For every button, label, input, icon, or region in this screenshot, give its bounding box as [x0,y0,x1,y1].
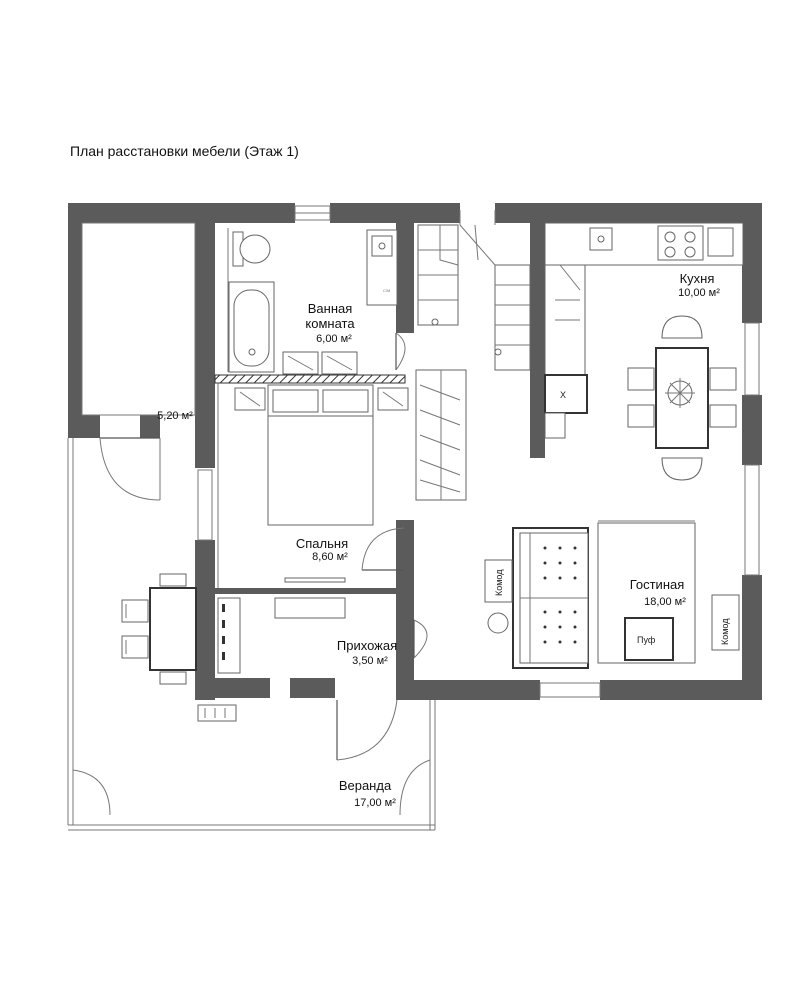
bathroom-name-2: комната [305,316,355,331]
bathroom: С/М Ванная комната 6,00 м² [227,205,406,375]
hallway: Прихожая 3,50 м² [217,597,428,674]
page-title: План расстановки мебели (Этаж 1) [70,143,299,159]
bathroom-area: 6,00 м² [316,333,352,345]
kitchen: X Кухня 10,00 м² [544,222,760,481]
bedroom-area: 8,60 м² [312,551,348,563]
komod-label-1: Комод [494,569,504,596]
kitchen-area: 10,00 м² [678,287,720,299]
storage-area: 5,20 м² [157,410,193,422]
puf-label: Пуф [637,635,656,645]
kitchen-name: Кухня [680,271,715,286]
stove-label: X [560,390,566,400]
sofa-pattern [543,546,577,644]
bathroom-name-1: Ванная [308,301,353,316]
veranda-name: Веранда [339,778,392,793]
komod-label-2: Комод [720,618,730,645]
partition-hatched [214,374,406,384]
hall-name: Прихожая [337,638,397,653]
living-area: 18,00 м² [644,596,686,608]
bedroom: Спальня 8,60 м² [197,383,409,588]
veranda: Веранда 17,00 м² [67,438,436,831]
staircase [417,210,531,371]
walls [68,203,762,700]
wardrobe [415,369,467,501]
veranda-area: 17,00 м² [354,797,396,809]
storage-room: 5,20 м² [81,222,196,501]
svg-text:С/М: С/М [383,288,390,293]
living-name: Гостиная [630,577,685,592]
hall-area: 3,50 м² [352,655,388,667]
living-room: Комод Пуф Комод Гостиная 18,00 м² [484,464,760,698]
bedroom-name: Спальня [296,536,348,551]
